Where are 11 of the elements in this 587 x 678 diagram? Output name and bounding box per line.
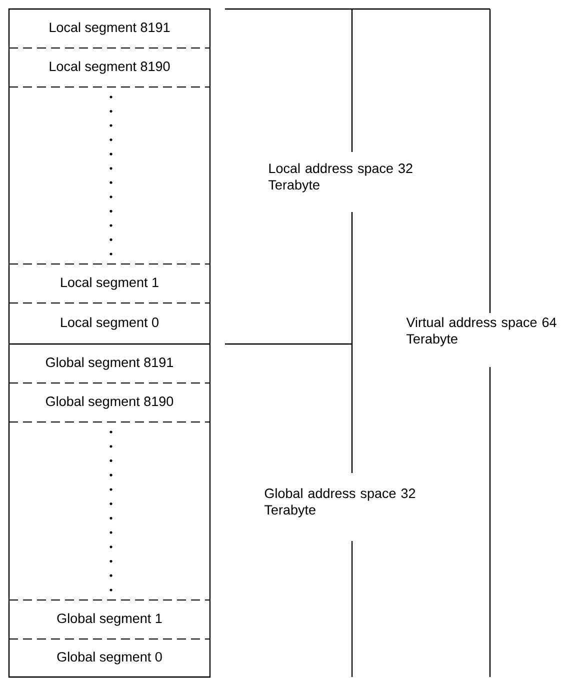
segment-cell: Global segment 8190: [46, 396, 174, 409]
segment-cell: Local segment 8191: [50, 22, 170, 35]
segment-cell: Global segment 0: [57, 652, 162, 664]
segment-cell: Local segment 8190: [50, 61, 170, 74]
segment-cell: Local segment 1: [61, 277, 158, 290]
segment-cell: Global segment 8191: [46, 357, 173, 370]
bracket-label: Virtual address space 64 Terabyte: [406, 317, 556, 346]
segment-cell: Global segment 1: [57, 613, 162, 626]
bracket-label: Local address space 32 Terabyte: [268, 163, 412, 192]
segment-cell: Local segment 0: [61, 317, 158, 330]
bracket-label: Global address space 32 Terabyte: [264, 488, 416, 518]
